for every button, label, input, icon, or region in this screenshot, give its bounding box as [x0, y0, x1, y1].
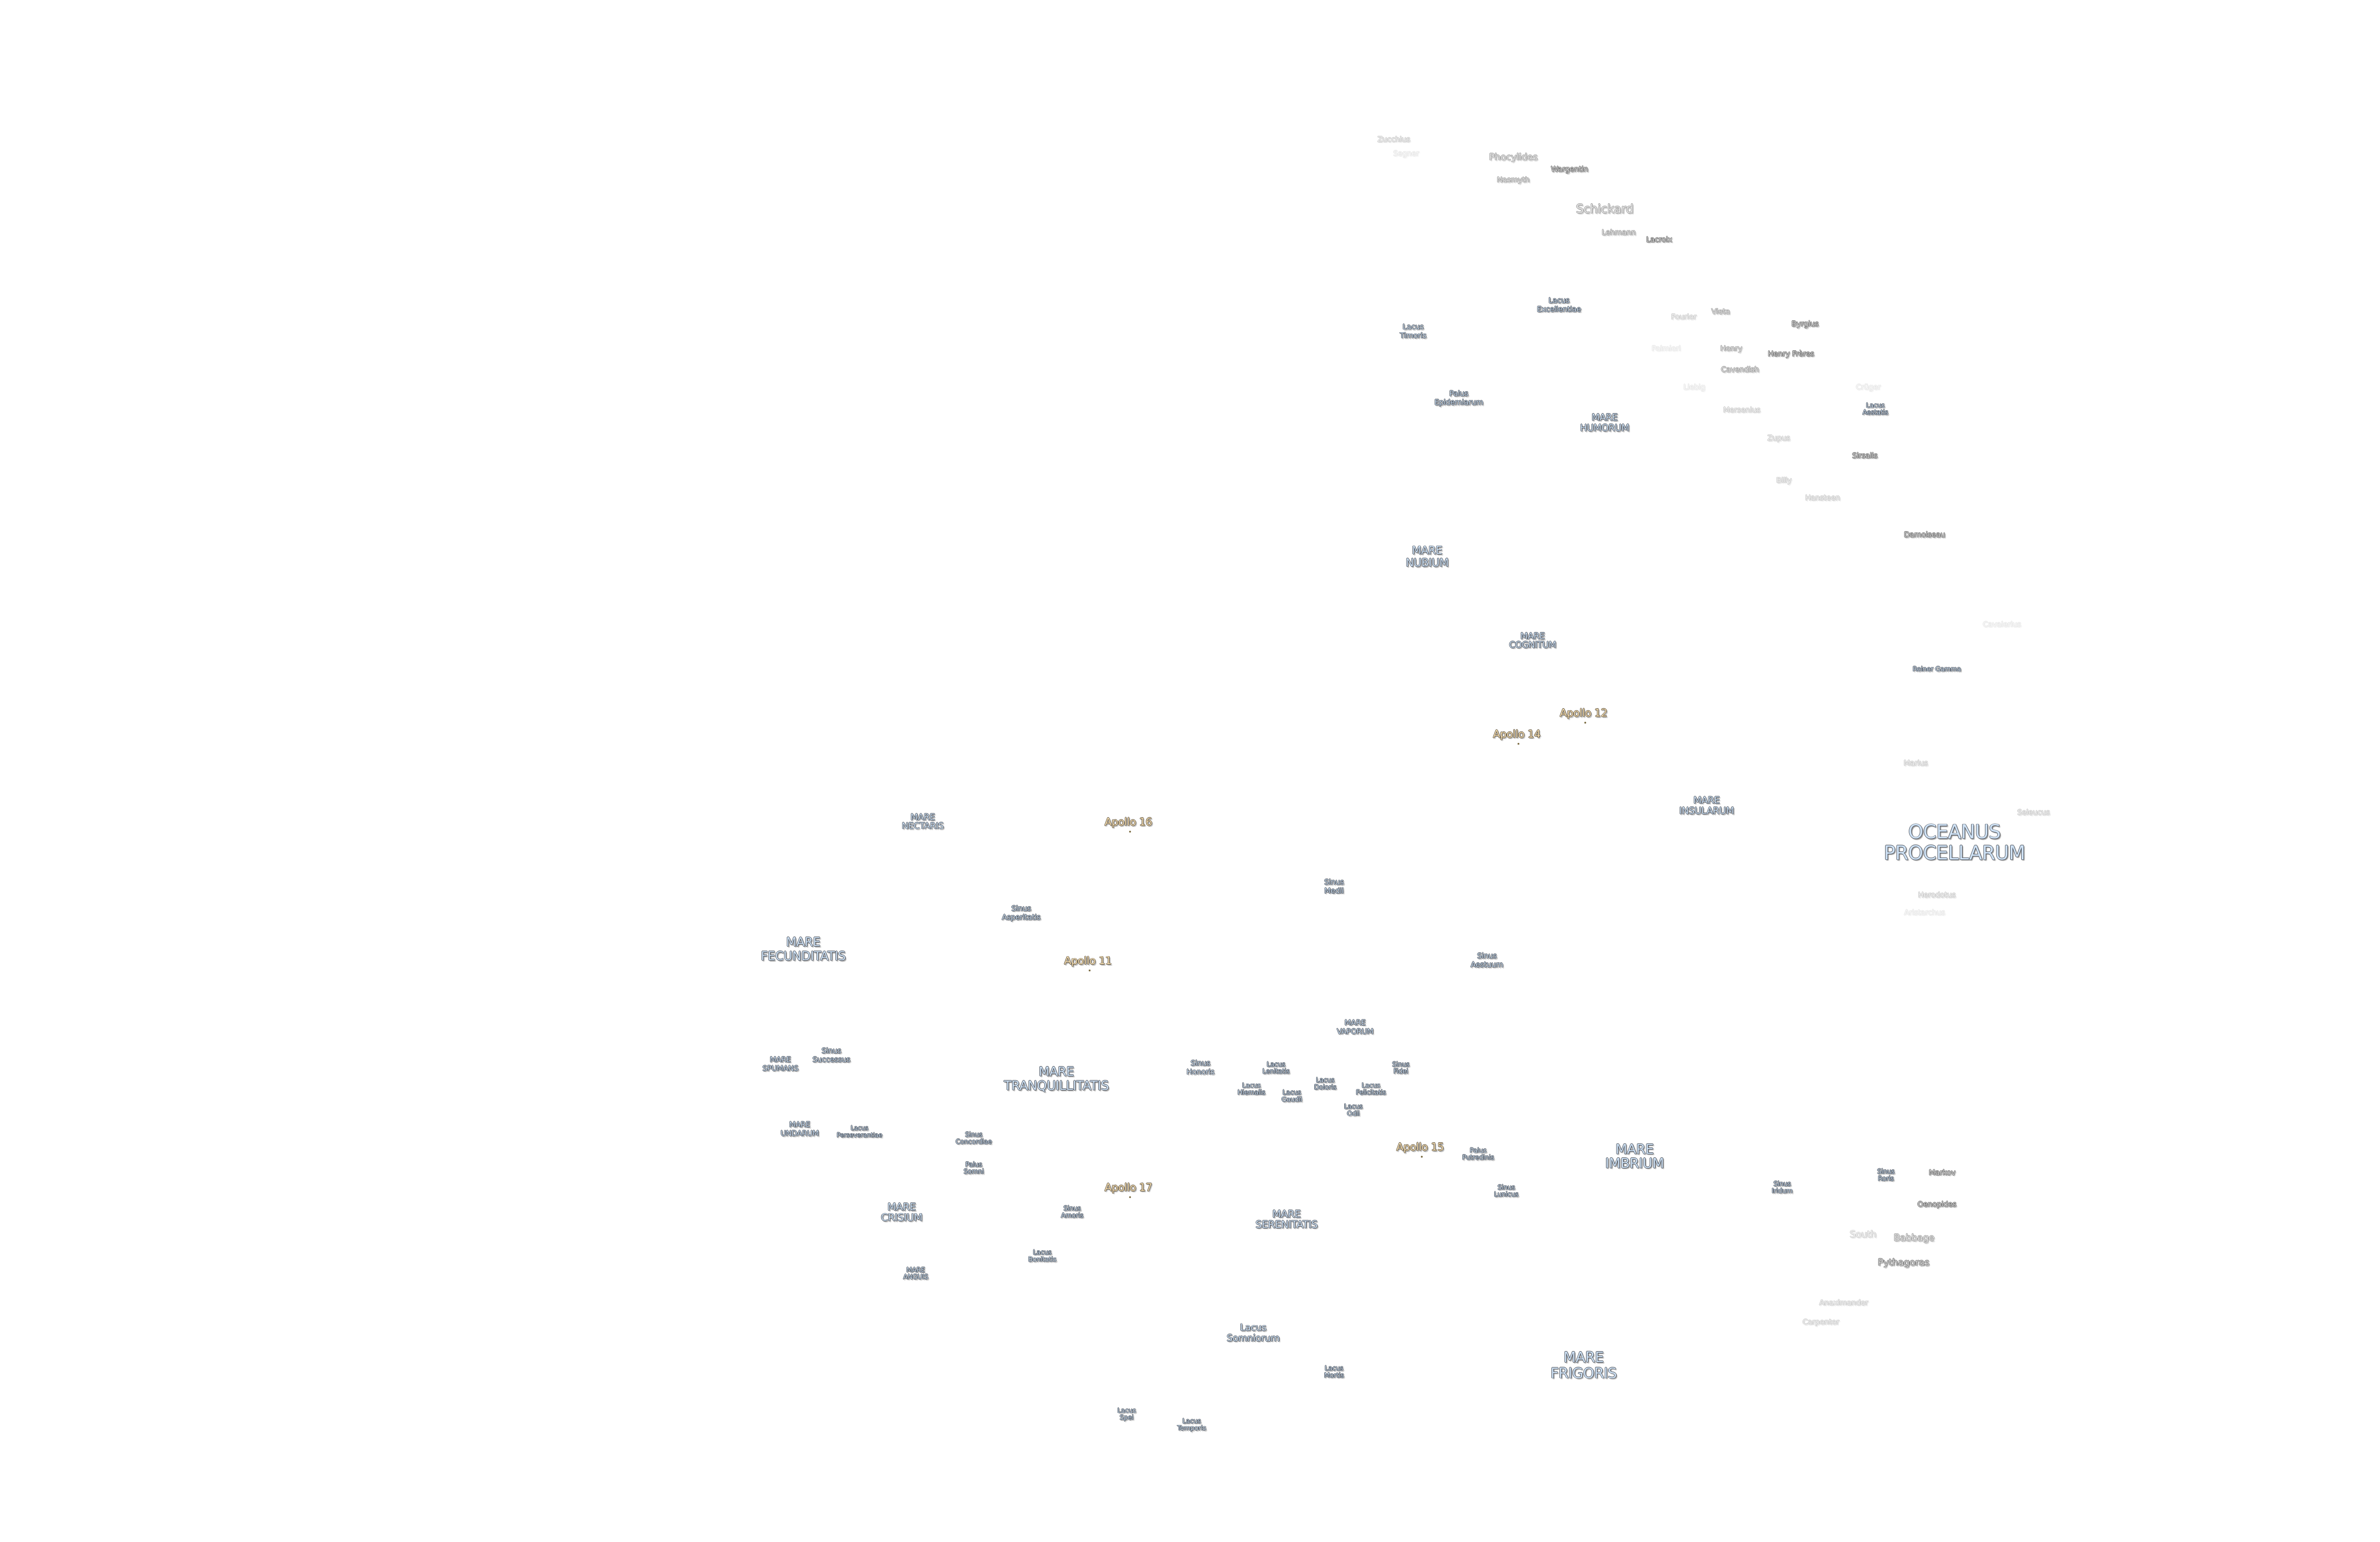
label-crater-lacroix: Lacroix [1646, 237, 1672, 246]
label-lacus-doloris: Lacus Doloris [1314, 1075, 1337, 1091]
label-crater-pythagoras: Pythagoras [1877, 1258, 1929, 1269]
label-crater-damoiseau: Damoiseau [1904, 532, 1945, 541]
label-mare-fecunditatis: MARE FECUNDITATIS [761, 935, 846, 963]
label-apollo-11: Apollo 11 [1064, 955, 1112, 972]
label-crater-oenopides: Oenopides [1917, 1201, 1956, 1210]
label-lacus-mortis: Lacus Mortis [1324, 1363, 1344, 1380]
label-crater-herodotus: Herodotus [1918, 892, 1956, 901]
label-crater-south: South [1849, 1230, 1876, 1241]
label-palus-epidemiarum: Palus Epidemiarum [1434, 391, 1483, 408]
label-mare-frigoris: MARE FRIGORIS [1550, 1348, 1617, 1382]
label-lacus-hiemalis: Lacus Hiemalis [1237, 1080, 1266, 1097]
label-lacus-somniorum: Lacus Somniorum [1227, 1323, 1280, 1344]
label-lacus-gaudii: Lacus Gaudii [1281, 1087, 1302, 1104]
label-crater-mersenius: Mersenius [1723, 407, 1761, 416]
label-lacus-perseverantiae: Lacus Perseverantiae [836, 1125, 883, 1139]
label-crater-hansteen: Hansteen [1805, 495, 1840, 504]
label-mare-undarum: MARE UNDARUM [780, 1122, 819, 1139]
label-palus-putredinis: Palus Putredinis [1462, 1146, 1494, 1162]
label-mare-spumans: MARE SPUMANS [762, 1057, 799, 1074]
label-mare-nubium: MARE NUBIUM [1406, 545, 1449, 570]
label-crater-zucchius: Zucchius [1377, 136, 1410, 146]
label-sinus-iridum: Sinus Iridum [1772, 1179, 1793, 1195]
label-crater-aristarchus: Aristarchus [1904, 909, 1945, 919]
label-sinus-asperitatis: Sinus Asperitatis [1002, 905, 1041, 923]
label-apollo-17: Apollo 17 [1104, 1182, 1152, 1199]
label-lacus-felicitatis: Lacus Felicitatis [1356, 1080, 1386, 1097]
label-crater-henry: Henry [1720, 346, 1742, 355]
label-lacus-excellentiae: Lacus Excellentiae [1537, 297, 1581, 315]
label-lacus-spei: Lacus Spei [1117, 1405, 1136, 1422]
label-crater-cavalerius: Cavalerius [1983, 621, 2021, 631]
label-lacus-aestatis: Lacus Aestatis [1862, 400, 1888, 417]
label-crater-segner: Segner [1393, 150, 1419, 159]
label-crater-vieta: Vieta [1711, 308, 1730, 318]
label-sinus-amoris: Sinus Amoris [1061, 1203, 1083, 1220]
label-crater-nasmyth: Nasmyth [1497, 177, 1530, 186]
label-crater-schickard: Schickard [1576, 202, 1634, 217]
label-apollo-15: Apollo 15 [1396, 1142, 1444, 1159]
label-crater-palmieri: Palmieri [1651, 346, 1681, 355]
label-mare-anguis: MARE ANGUIS [903, 1265, 928, 1281]
label-crater-marius: Marius [1904, 760, 1928, 770]
label-crater-seleucus: Seleucus [2017, 809, 2050, 819]
label-mare-crisium: MARE CRISIUM [881, 1203, 923, 1225]
label-apollo-16: Apollo 16 [1104, 817, 1152, 834]
label-sinus-successus: Sinus Successus [812, 1048, 851, 1065]
label-sinus-lunicus: Sinus Lunicus [1494, 1182, 1518, 1199]
label-apollo-14: Apollo 14 [1493, 729, 1541, 746]
label-crater-lehmann: Lehmann [1601, 229, 1636, 238]
label-lacus-odii: Lacus Odii [1344, 1101, 1363, 1118]
label-mare-insularum: MARE INSULARUM [1679, 796, 1735, 817]
label-lacus-timoris: Lacus Timoris [1399, 324, 1427, 341]
label-crater-fourier: Fourier [1671, 314, 1697, 323]
label-oceanus-procellarum: OCEANUS PROCELLARUM [1884, 820, 2025, 865]
label-sinus-concordiae: Sinus Concordiae [955, 1129, 992, 1146]
label-apollo-12: Apollo 12 [1559, 708, 1607, 725]
label-mare-imbrium: MARE IMBRIUM [1605, 1141, 1664, 1172]
label-mare-vaporum: MARE VAPORUM [1337, 1019, 1374, 1037]
label-sinus-aestuum: Sinus Aestuum [1470, 953, 1504, 970]
label-sinus-roris: Sinus Roris [1877, 1166, 1895, 1183]
label-mare-nectaris: MARE NECTARIS [902, 813, 944, 833]
label-mare-cognitum: MARE COGNITUM [1509, 632, 1557, 652]
label-crater-henry-freres: Henry Frères [1767, 351, 1814, 360]
label-crater-cruger: Crüger [1855, 384, 1881, 393]
label-lacus-bonitatis: Lacus Bonitatis [1028, 1247, 1057, 1264]
label-lacus-temporis: Lacus Temporis [1177, 1416, 1206, 1433]
label-sinus-medii: Sinus Medii [1324, 879, 1344, 897]
label-mare-tranquillitatis: MARE TRANQUILLITATIS [1003, 1063, 1109, 1093]
label-crater-anaximander: Anaximander [1819, 1300, 1868, 1309]
label-crater-sirsalis: Sirsalis [1852, 453, 1878, 462]
label-crater-cavendish: Cavendish [1721, 366, 1759, 376]
label-crater-carpenter: Carpenter [1802, 1319, 1839, 1328]
label-sinus-honoris: Sinus Honoris [1186, 1060, 1215, 1077]
label-crater-billy: Billy [1776, 477, 1792, 486]
label-mare-serenitatis: MARE SERENITATIS [1255, 1210, 1318, 1232]
label-reiner-gamma: Reiner Gamma [1913, 664, 1961, 673]
label-crater-phocylides: Phocylides [1489, 153, 1538, 164]
label-crater-liebig: Liebig [1683, 384, 1706, 393]
label-crater-byrgius: Byrgius [1791, 321, 1819, 330]
label-crater-markov: Markov [1929, 1169, 1955, 1179]
label-crater-wargentin: Wargentin [1551, 166, 1588, 176]
label-crater-babbage: Babbage [1894, 1234, 1934, 1245]
label-crater-zupus: Zupus [1767, 435, 1790, 444]
label-palus-somni: Palus Somni [963, 1159, 984, 1176]
label-sinus-fidei: Sinus Fidei [1392, 1059, 1410, 1076]
label-lacus-lenitatis: Lacus Lenitatis [1262, 1059, 1290, 1076]
label-mare-humorum: MARE HUMORUM [1580, 413, 1629, 434]
